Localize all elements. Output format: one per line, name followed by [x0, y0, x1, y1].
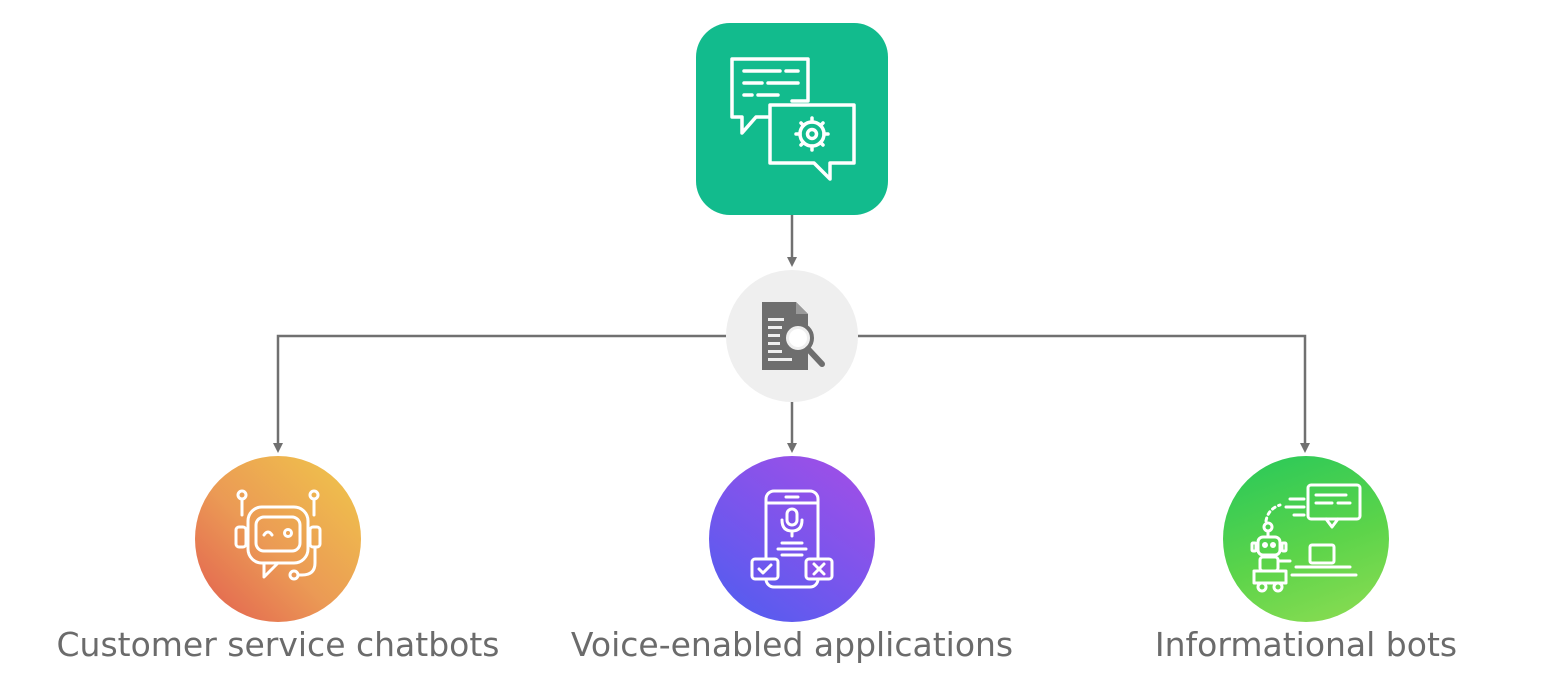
label-informational-bots: Informational bots	[1154, 625, 1458, 664]
hub-node	[726, 270, 858, 402]
leaf-node-customer-service	[195, 456, 361, 622]
connector-hub-to-customer-service	[273, 334, 726, 453]
leaf-node-informational	[1223, 456, 1389, 622]
chat-bubbles-gear-icon	[730, 57, 856, 181]
robot-laptop-icon	[1250, 483, 1362, 593]
root-node	[696, 23, 888, 215]
label-voice-enabled-applications: Voice-enabled applications	[570, 625, 1014, 664]
label-customer-service-chatbots: Customer service chatbots	[56, 625, 500, 664]
document-search-icon	[762, 302, 825, 370]
connector-hub-to-informational	[858, 334, 1310, 453]
robot-support-icon	[234, 489, 322, 581]
leaf-node-voice-enabled	[709, 456, 875, 622]
phone-microphone-icon	[750, 489, 834, 589]
